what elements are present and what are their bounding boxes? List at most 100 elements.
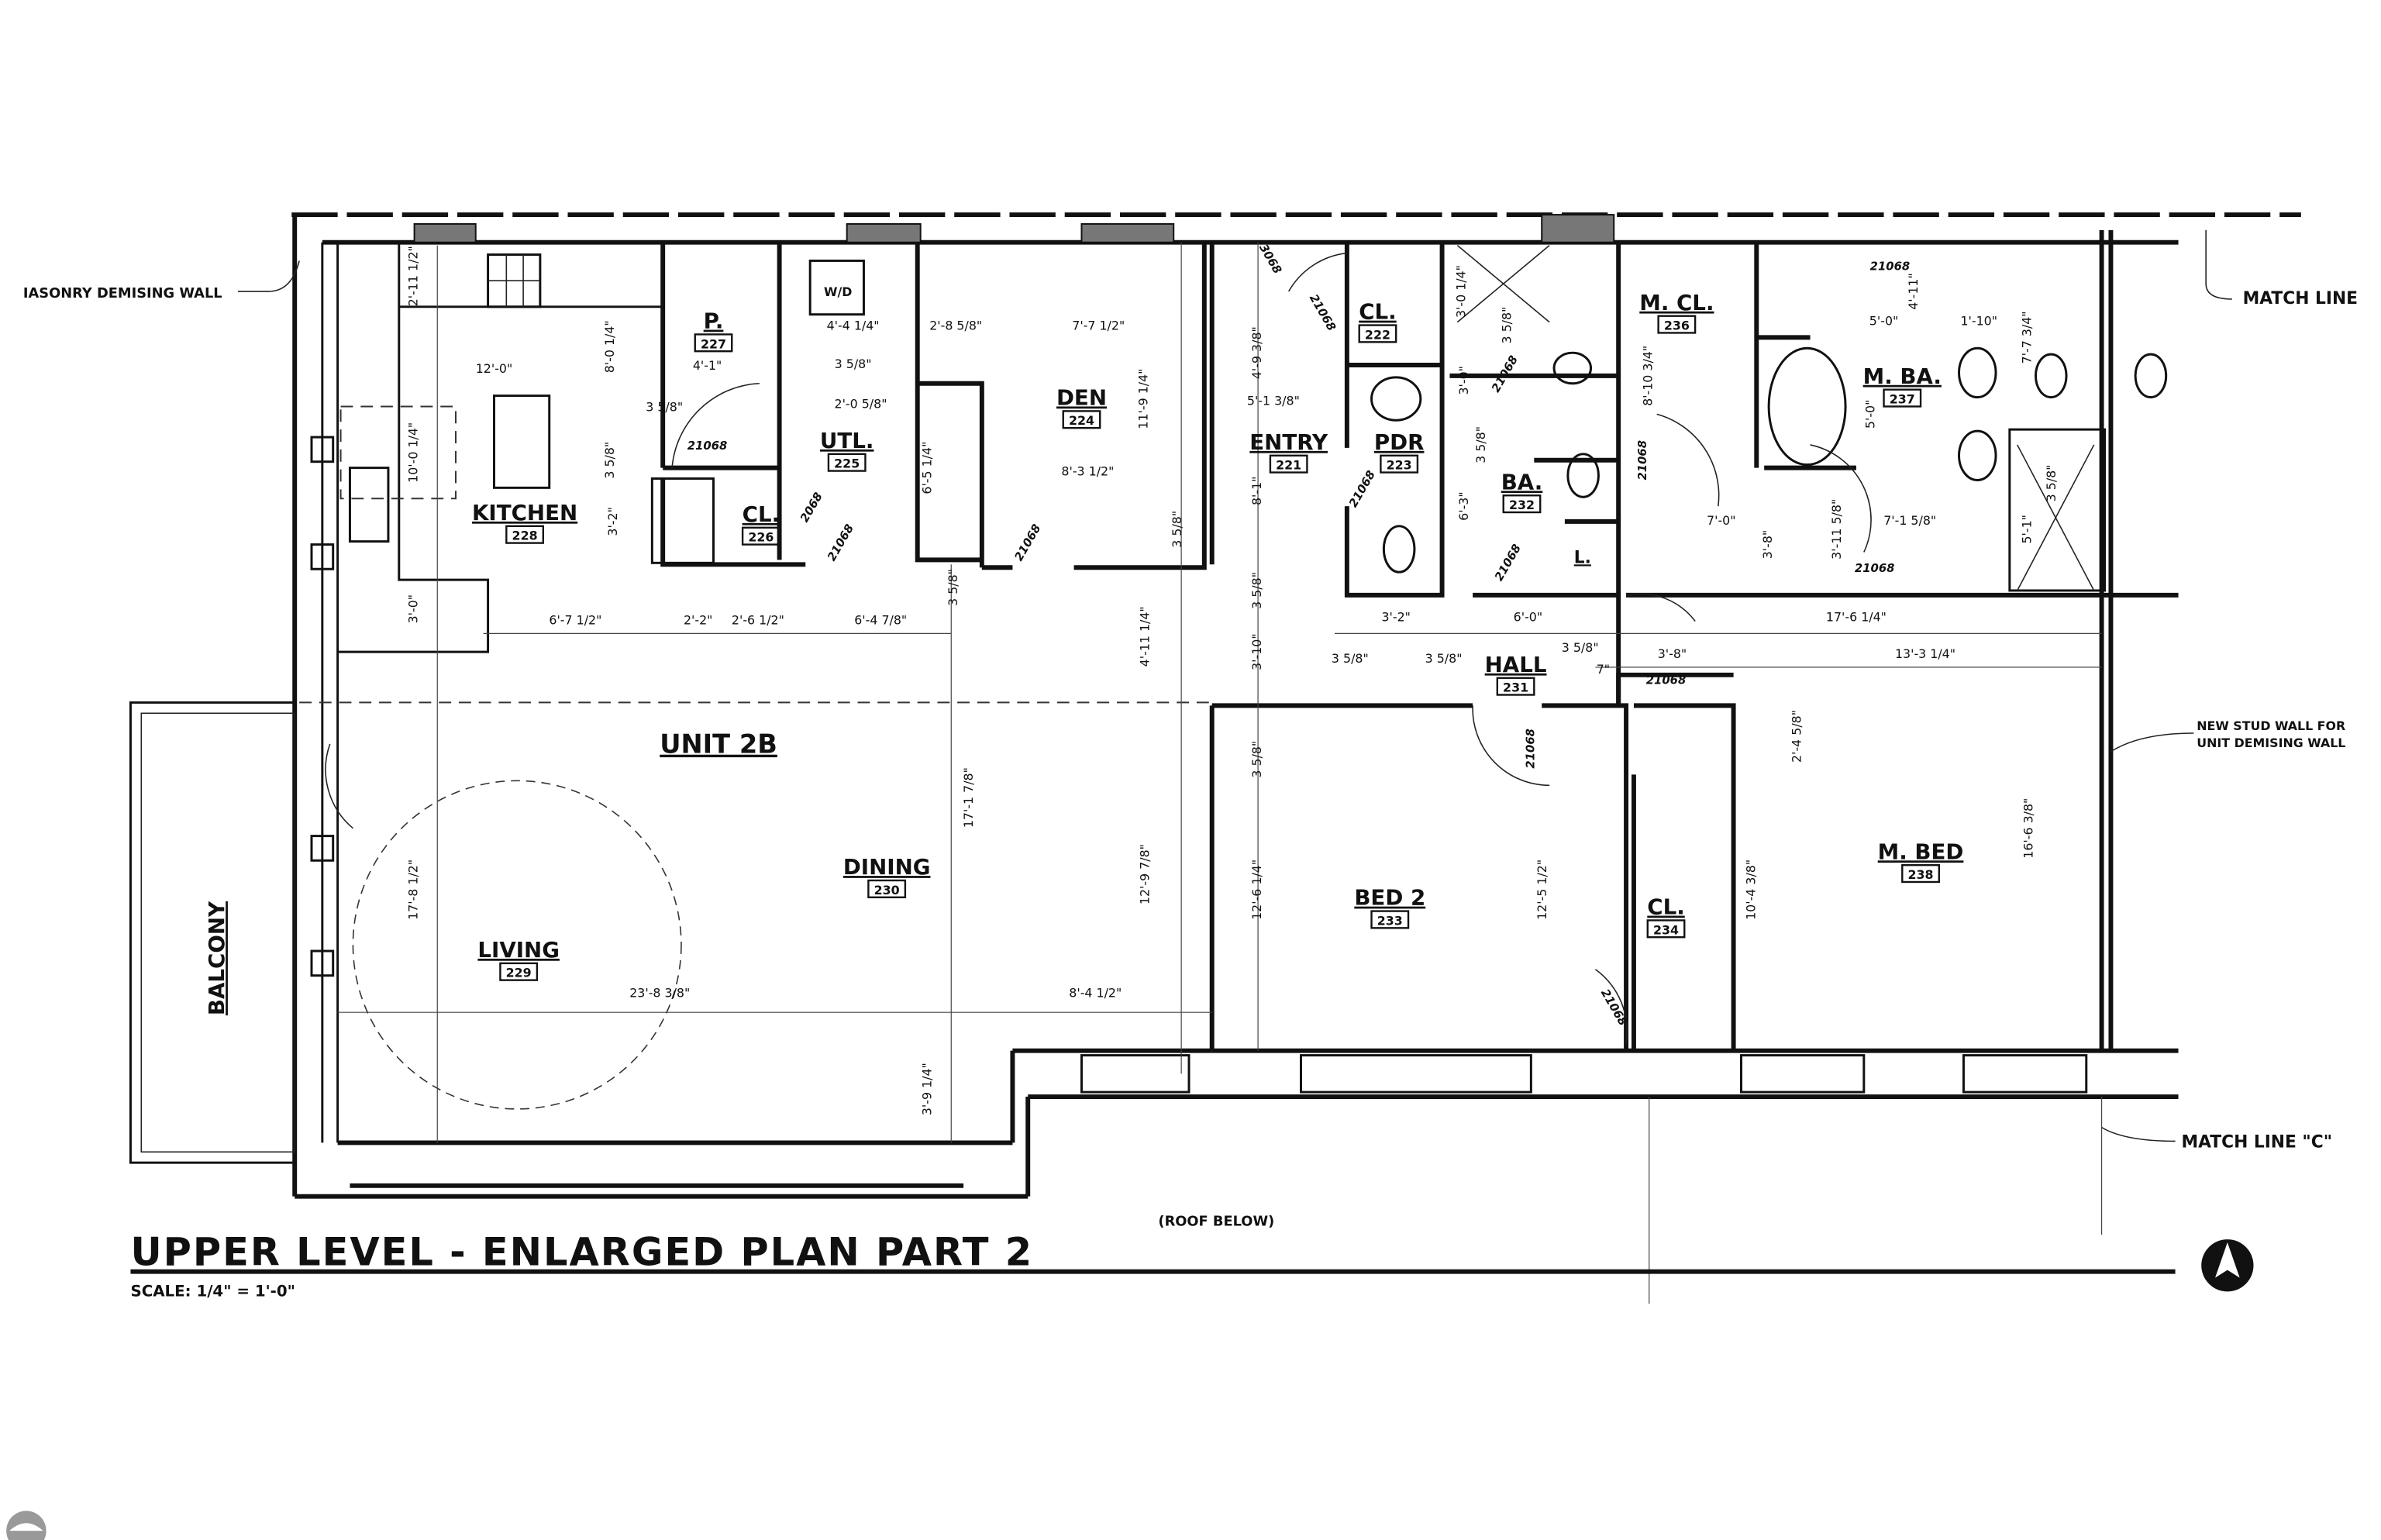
room-name-cl-222: CL.: [1359, 299, 1396, 325]
room-number-box: [867, 879, 907, 898]
unit-label: UNIT 2B: [660, 729, 777, 760]
washer-dryer-label: W/D: [824, 284, 852, 299]
dimension-label: 3 5/8": [1473, 426, 1488, 463]
room-number-236: 236: [1664, 319, 1690, 333]
room-name-m-ba-237: M. BA.: [1863, 363, 1942, 389]
door-tag: 21068: [1307, 292, 1339, 333]
room-number-box: [741, 526, 780, 546]
door-tag: 21068: [1646, 674, 1687, 687]
north-arrow-icon: [2201, 1239, 2254, 1292]
room-number-224: 224: [1069, 413, 1094, 428]
room-labels: KITCHEN228P.227UTL.225CL.226DEN224ENTRY2…: [472, 290, 1964, 981]
room-number-box: [499, 962, 539, 981]
room-number-221: 221: [1276, 458, 1301, 473]
dimension-label: 17'-1 7/8": [961, 767, 976, 828]
room-number-233: 233: [1377, 913, 1403, 928]
dimension-label: 2'-2": [684, 612, 712, 627]
dimension-labels: 2'-11 1/2"12'-0"8'-0 1/4"4'-1"3 5/8"10'-…: [406, 246, 2059, 1115]
kitchen-sink: [348, 467, 390, 543]
room-number-234: 234: [1653, 922, 1679, 937]
dimension-label: 2'-11 1/2": [406, 246, 421, 306]
room-number-box: [1269, 454, 1308, 474]
dimension-label: 4'-11 1/4": [1138, 606, 1153, 667]
room-number-box: [1646, 919, 1686, 939]
dimension-label: 3 5/8": [835, 357, 872, 371]
match-line-c-note: MATCH LINE "C": [2181, 1132, 2332, 1152]
dimension-label: 4'-9 3/8": [1249, 326, 1264, 379]
dimension-label: 3 5/8": [946, 569, 960, 606]
room-number-box: [505, 525, 545, 544]
dimension-label: 12'-5 1/2": [1535, 860, 1549, 920]
dimension-label: 3'-0": [406, 594, 421, 623]
room-number-231: 231: [1503, 680, 1528, 695]
stud-wall-note-1: NEW STUD WALL FOR: [2197, 718, 2345, 733]
room-name-cl-226: CL.: [743, 501, 780, 527]
room-number-225: 225: [834, 456, 860, 471]
dimension-label: 3'-0 1/4": [1453, 265, 1468, 318]
dimension-label: 4'-1": [693, 358, 722, 373]
room-name-ba-232: BA.: [1501, 469, 1543, 494]
dimension-label: 3 5/8": [1425, 651, 1463, 666]
door-tag: 21068: [1855, 562, 1895, 575]
room-name-p-227: P.: [704, 308, 724, 334]
dimension-label: 1'-10": [1960, 314, 1997, 329]
dimension-label: 3 5/8": [2044, 464, 2059, 501]
room-number-box: [1502, 494, 1542, 514]
room-number-box: [694, 333, 733, 353]
room-name-m-bed-238: M. BED: [1878, 839, 1964, 864]
room-name-cl-234: CL.: [1647, 894, 1684, 920]
dimension-label: 6'-5 1/4": [920, 442, 935, 494]
dimension-label: 10'-0 1/4": [406, 422, 421, 483]
room-name-entry-221: ENTRY: [1249, 429, 1328, 455]
living-rug-outline: [352, 780, 682, 1110]
dimension-label: 8'-4 1/2": [1069, 985, 1122, 1000]
dimension-label: 17'-8 1/2": [406, 860, 421, 920]
linen-label: L.: [1574, 548, 1591, 567]
dimension-label: 5'-0": [1863, 400, 1878, 429]
dimension-label: 2'-0 5/8": [834, 396, 887, 411]
room-number-box: [1358, 324, 1397, 343]
dimension-label: 16'-6 3/8": [2021, 798, 2036, 859]
dimension-label: 3 5/8": [1500, 307, 1514, 344]
room-number-228: 228: [512, 529, 538, 543]
dimension-label: 3'-11 5/8": [1829, 499, 1844, 560]
dimension-label: 4'-4 1/4": [827, 319, 880, 333]
dimension-label: 3 5/8": [1170, 511, 1184, 548]
dimension-label: 6'-4 7/8": [854, 612, 907, 627]
dimension-label: 10'-4 3/8": [1743, 860, 1758, 920]
door-tag: 21068: [1492, 542, 1524, 583]
match-line-note: MATCH LINE: [2243, 289, 2358, 308]
room-name-bed-2-233: BED 2: [1354, 885, 1425, 911]
stud-wall-note-2: UNIT DEMISING WALL: [2197, 736, 2345, 750]
room-number-230: 230: [874, 883, 900, 897]
room-number-box: [1657, 315, 1697, 334]
dimension-label: 2'-8 5/8": [929, 319, 982, 333]
room-number-box: [1901, 864, 1940, 884]
room-number-box: [827, 453, 867, 472]
dimension-label: 5'-1": [2020, 515, 2035, 543]
roof-below-note: (ROOF BELOW): [1158, 1213, 1274, 1229]
dimension-label: 3 5/8": [1249, 572, 1264, 609]
room-name-den-224: DEN: [1056, 384, 1107, 410]
room-number-box: [1380, 454, 1419, 474]
plan-title: UPPER LEVEL - ENLARGED PLAN PART 2: [130, 1230, 1033, 1275]
dimension-label: 3'-2": [605, 507, 620, 536]
room-number-229: 229: [506, 966, 532, 980]
room-name-hall-231: HALL: [1485, 652, 1547, 677]
dimension-label: 11'-9 1/4": [1136, 369, 1151, 429]
dimension-label: 8'-1": [1249, 477, 1264, 505]
room-name-m-cl-236: M. CL.: [1639, 290, 1714, 315]
walls: [6, 212, 2301, 1540]
plan-scale: SCALE: 1/4" = 1'-0": [130, 1282, 295, 1300]
dimension-label: 12'-0": [476, 361, 513, 376]
door-tag: 21068: [1870, 260, 1911, 273]
dimension-label: 4'-11": [1906, 273, 1921, 310]
masonry-wall-note: IASONRY DEMISING WALL: [23, 285, 222, 301]
room-number-222: 222: [1365, 327, 1390, 342]
room-number-box: [1370, 910, 1410, 929]
dimension-label: 3 5/8": [1562, 640, 1599, 655]
dimension-label: 8'-3 1/2": [1061, 464, 1114, 479]
dimension-label: 7'-1 5/8": [1883, 513, 1936, 528]
room-number-232: 232: [1509, 498, 1535, 512]
